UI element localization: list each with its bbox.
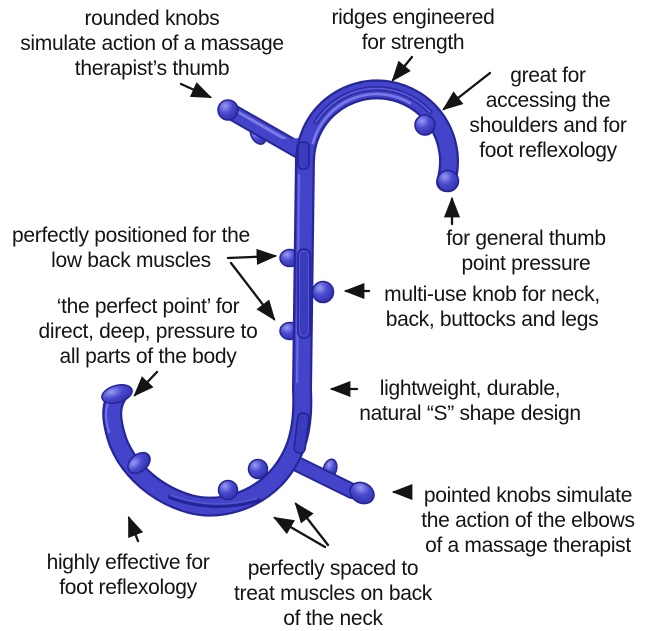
annotation-line: pointed knobs simulate	[423, 484, 633, 507]
annotation-ridges: ridges engineered for strength	[303, 5, 523, 55]
annotation-foot-reflexology: highly effective for foot reflexology	[13, 550, 243, 600]
hook-ball-knob-right	[247, 458, 269, 480]
annotation-line: multi-use knob for neck,	[384, 283, 600, 306]
annotation-low-back: perfectly positioned for the low back mu…	[0, 223, 281, 273]
arrow-low-back-upper	[226, 248, 278, 265]
annotation-multi-use: multi-use knob for neck, back, buttocks …	[362, 282, 622, 332]
multi-use-knob	[311, 280, 335, 304]
shaft-main-groove-light	[299, 250, 309, 337]
annotation-neck-spacing: perfectly spaced to treat muscles on bac…	[213, 556, 453, 631]
annotation-line: foot reflexology	[59, 576, 197, 599]
annotation-perfect-point: ‘the perfect point’ for direct, deep, pr…	[13, 294, 283, 369]
annotation-line: foot reflexology	[479, 139, 617, 162]
arch-ridge-groove-light	[315, 87, 431, 123]
annotation-thumb-pressure: for general thumb point pressure	[421, 226, 631, 276]
hook-egg-knob	[127, 451, 151, 475]
annotation-line: accessing the	[485, 89, 611, 112]
lower-right-branch-fill	[285, 455, 358, 497]
shoulder-arc-knob	[414, 114, 436, 136]
annotation-line: of a massage therapist	[425, 534, 631, 557]
thumb-point-knob	[436, 169, 460, 193]
annotation-line: the action of the elbows	[421, 509, 635, 532]
annotation-line: therapist’s thumb	[74, 57, 230, 80]
hook-ball-knob-left	[217, 479, 239, 501]
annotation-s-shape: lightweight, durable, natural “S” shape …	[340, 376, 600, 426]
annotation-line: all parts of the body	[59, 345, 237, 368]
annotation-line: back, buttocks and legs	[385, 308, 599, 331]
annotation-line: point pressure	[461, 252, 591, 275]
annotation-line: perfectly spaced to	[247, 557, 419, 580]
thumb-knob-upper-branch	[217, 99, 239, 121]
arrow-perfect-point	[133, 370, 159, 397]
annotation-line: lightweight, durable,	[379, 377, 561, 400]
annotation-line: highly effective for	[46, 551, 210, 574]
annotation-line: ‘the perfect point’ for	[56, 295, 240, 318]
annotation-line: for general thumb	[446, 227, 606, 250]
hook-limb-groove	[293, 412, 310, 454]
annotation-shoulders: great for accessing the shoulders and fo…	[448, 63, 645, 163]
arrow-ridges	[391, 55, 414, 82]
arrow-shoulders	[442, 71, 492, 111]
perfect-point-knob	[101, 384, 133, 404]
annotation-pointed-knobs: pointed knobs simulate the action of the…	[393, 483, 645, 558]
annotation-line: treat muscles on back	[234, 582, 432, 605]
arch-highlight	[311, 92, 412, 145]
annotation-line: shoulders and for	[469, 114, 627, 137]
annotation-rounded-knobs: rounded knobs simulate action of a massa…	[0, 6, 307, 81]
pointed-knob-tip	[349, 481, 375, 505]
annotation-line: natural “S” shape design	[359, 402, 581, 425]
annotation-line: ridges engineered	[331, 6, 495, 29]
annotation-line: direct, deep, pressure to	[38, 320, 258, 343]
annotation-line: great for	[510, 64, 586, 87]
upper-left-branch-highlight	[236, 110, 294, 145]
annotation-line: of the neck	[283, 607, 383, 630]
hook-bottom-groove	[167, 494, 261, 509]
hook-bottom-groove-light	[170, 494, 258, 505]
annotation-line: low back muscles	[51, 249, 211, 272]
arrow-rounded-knobs	[179, 82, 213, 99]
annotation-line: rounded knobs	[84, 7, 220, 30]
annotation-line: simulate action of a massage	[20, 32, 284, 55]
arrow-neck-spacing-right	[294, 502, 330, 547]
arrow-foot-reflexology	[127, 515, 144, 543]
annotation-line: perfectly positioned for the	[12, 224, 250, 247]
arrow-low-back-lower	[229, 261, 276, 321]
shaft-main-groove	[297, 248, 311, 339]
arrow-neck-spacing-left	[273, 516, 327, 549]
annotation-line: for strength	[361, 31, 465, 54]
shaft-top-groove	[297, 141, 310, 170]
tool-body	[101, 79, 460, 517]
